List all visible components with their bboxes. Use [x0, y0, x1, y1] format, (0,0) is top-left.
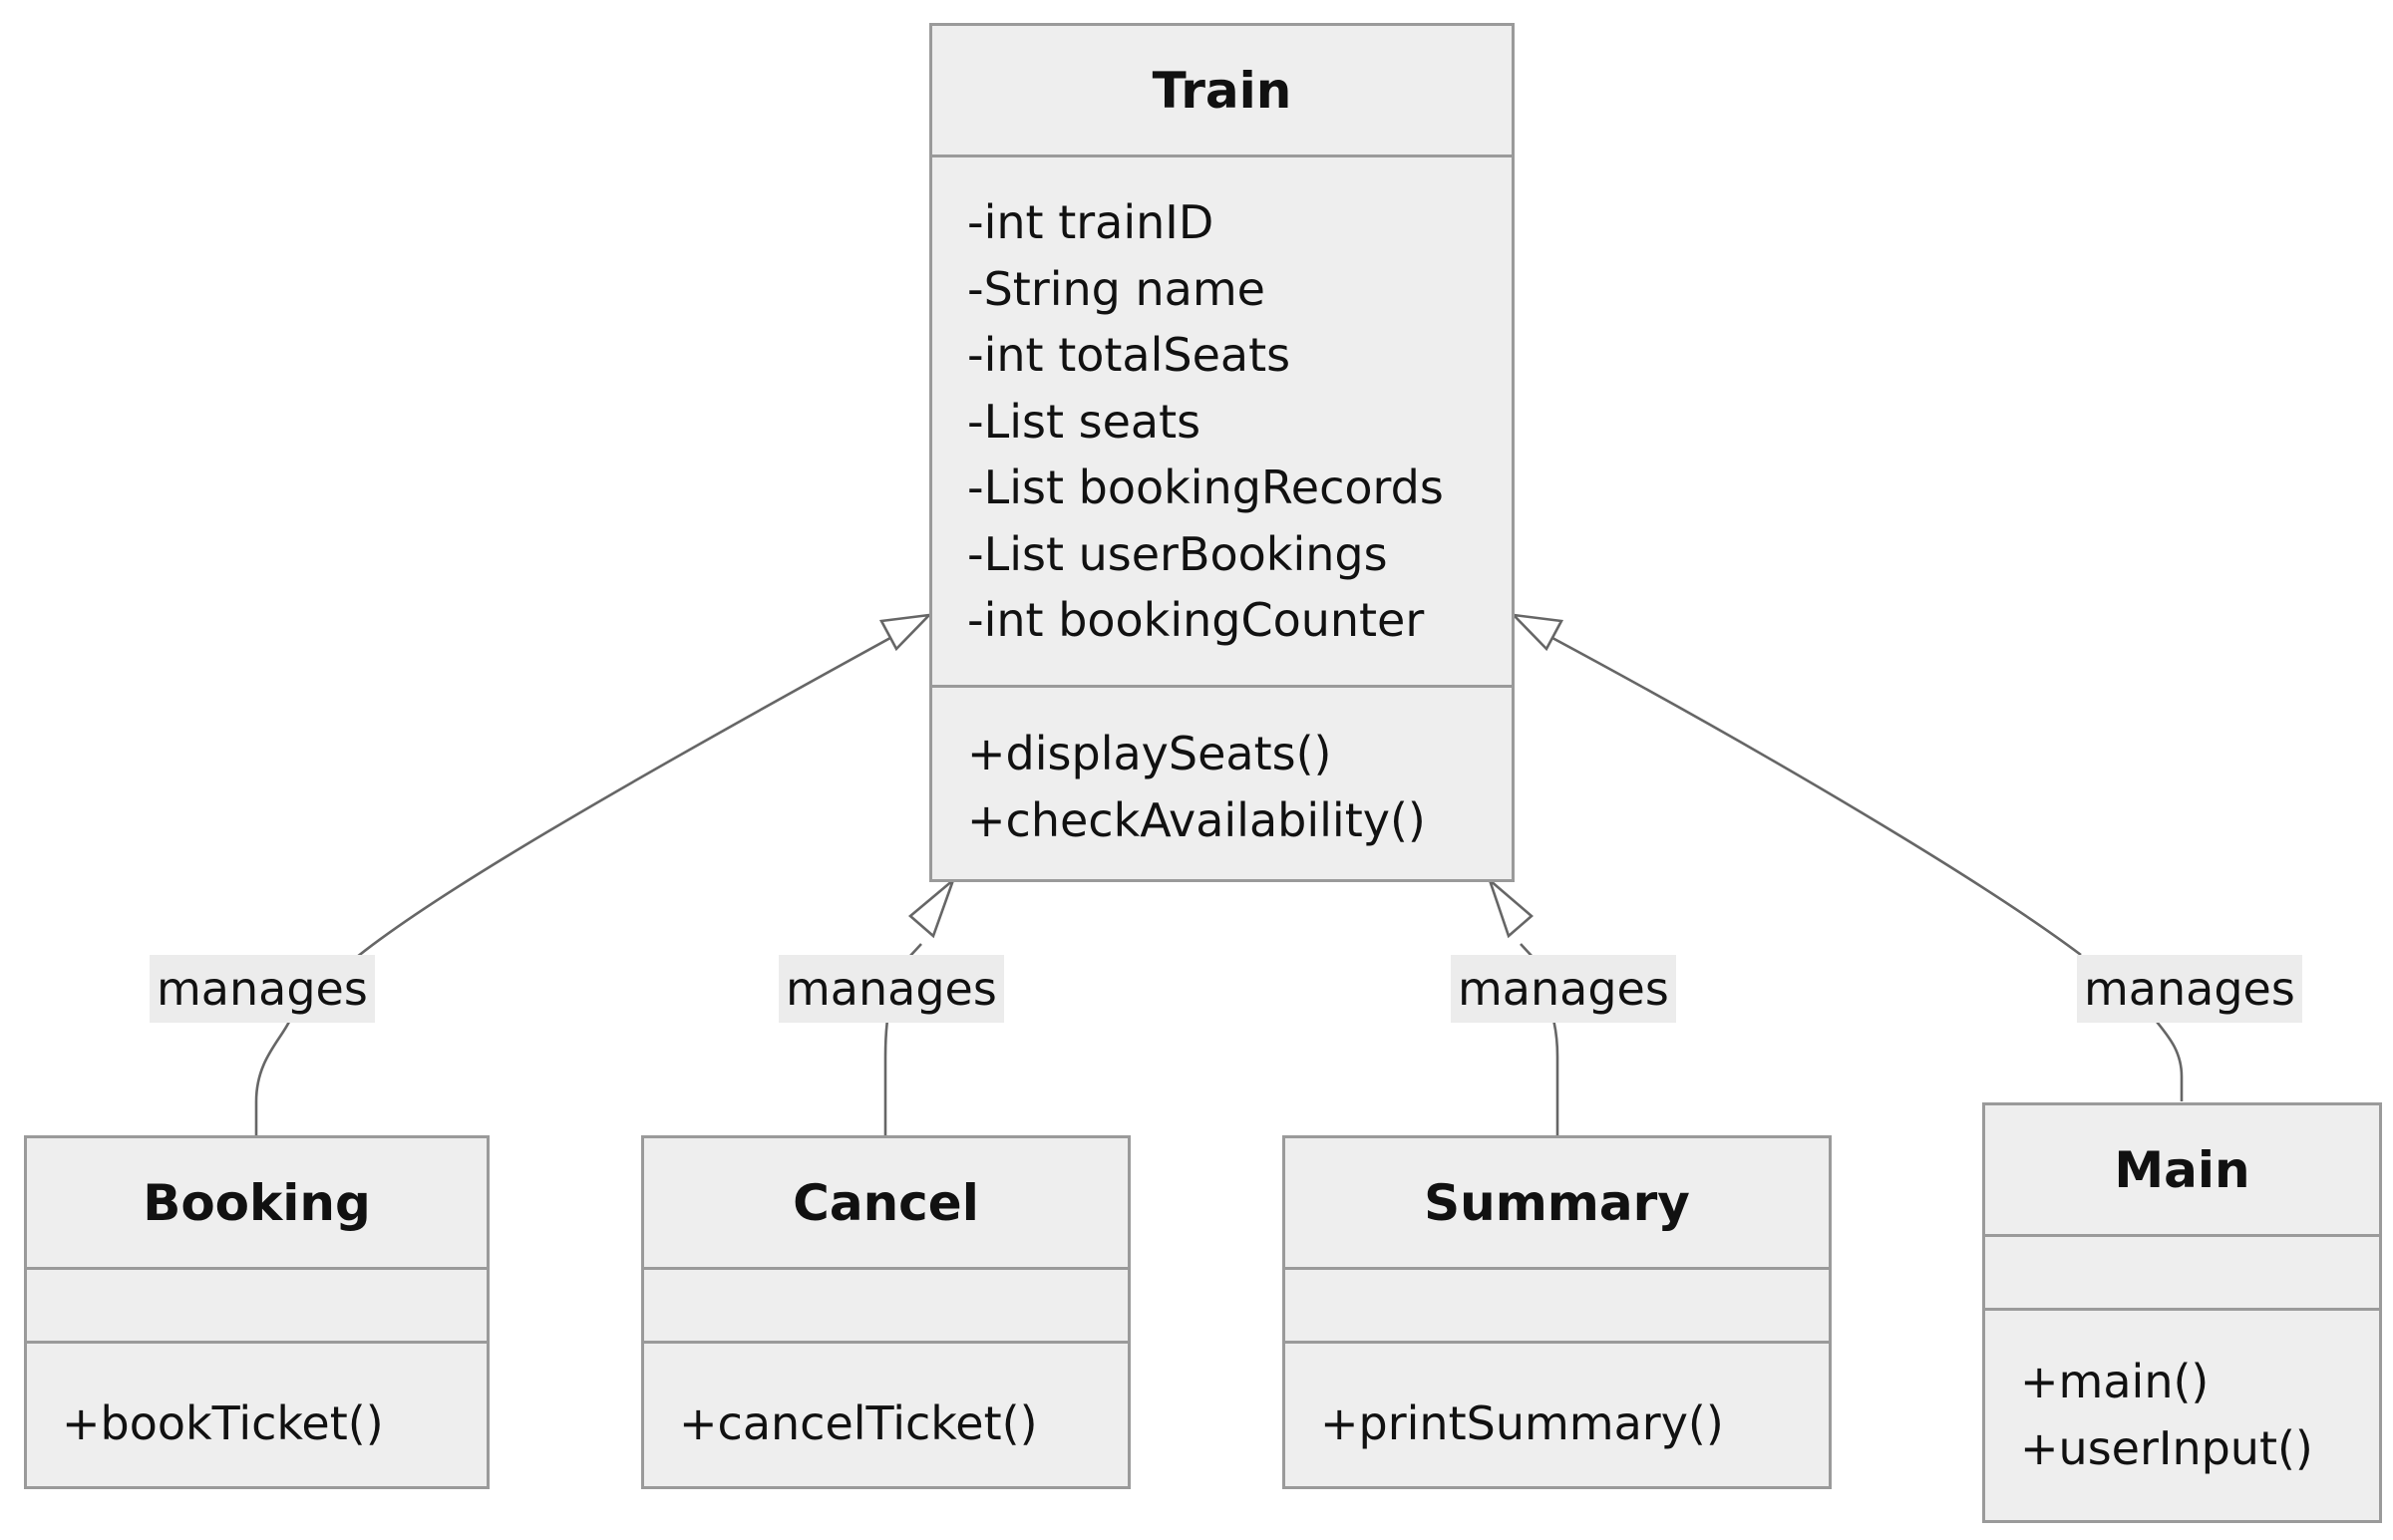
method-item: +checkAvailability()	[967, 792, 1426, 847]
class-booking-attributes	[27, 1270, 487, 1344]
method-item: +displaySeats()	[967, 727, 1332, 780]
attribute-item: -int totalSeats	[967, 328, 1291, 382]
class-booking-name: Booking	[143, 1173, 371, 1232]
relation-label-main: manages	[2077, 955, 2302, 1023]
class-train-name: Train	[1152, 61, 1292, 120]
inheritance-arrowhead-summary	[1487, 875, 1534, 939]
class-main[interactable]: Main +main() +userInput()	[1982, 1102, 2382, 1523]
attribute-item: -List bookingRecords	[967, 461, 1444, 514]
class-booking[interactable]: Booking +bookTicket()	[24, 1135, 490, 1489]
method-item: +userInput()	[2020, 1420, 2313, 1475]
class-cancel-attributes	[644, 1270, 1128, 1344]
class-summary-methods: +printSummary()	[1285, 1344, 1829, 1486]
attribute-item: -int bookingCounter	[967, 593, 1425, 647]
class-main-methods: +main() +userInput()	[1985, 1311, 2379, 1520]
method-item: +cancelTicket()	[679, 1396, 1038, 1450]
class-train-methods: +displaySeats() +checkAvailability()	[932, 688, 1512, 879]
class-cancel-name: Cancel	[793, 1173, 979, 1232]
relation-label-cancel: manages	[779, 955, 1004, 1023]
class-main-name: Main	[2114, 1140, 2250, 1199]
class-main-attributes	[1985, 1237, 2379, 1311]
relation-label-booking: manages	[150, 955, 375, 1023]
relation-edge-booking-train	[254, 636, 891, 1136]
relation-label-summary: manages	[1451, 955, 1676, 1023]
attribute-item: -int trainID	[967, 195, 1214, 249]
class-train[interactable]: Train -int trainID -String name -int tot…	[929, 23, 1515, 882]
class-cancel[interactable]: Cancel +cancelTicket()	[641, 1135, 1131, 1489]
relation-edge-main-train	[1551, 636, 2184, 1101]
class-summary-header: Summary	[1285, 1138, 1829, 1270]
class-summary-attributes	[1285, 1270, 1829, 1344]
attribute-item: -List userBookings	[967, 526, 1388, 581]
method-item: +bookTicket()	[62, 1396, 384, 1450]
inheritance-arrowhead-main	[1510, 613, 1564, 652]
method-item: +printSummary()	[1320, 1396, 1724, 1450]
inheritance-arrowhead-booking	[878, 613, 933, 652]
class-train-header: Train	[932, 26, 1512, 157]
class-summary[interactable]: Summary +printSummary()	[1282, 1135, 1832, 1489]
method-item: +main()	[2020, 1355, 2210, 1408]
attribute-item: -String name	[967, 261, 1265, 316]
class-train-attributes: -int trainID -String name -int totalSeat…	[932, 157, 1512, 688]
attribute-item: -List seats	[967, 394, 1201, 449]
class-summary-name: Summary	[1424, 1173, 1690, 1232]
class-main-header: Main	[1985, 1105, 2379, 1237]
class-booking-header: Booking	[27, 1138, 487, 1270]
inheritance-arrowhead-cancel	[907, 875, 956, 939]
class-booking-methods: +bookTicket()	[27, 1344, 487, 1486]
class-cancel-methods: +cancelTicket()	[644, 1344, 1128, 1486]
class-cancel-header: Cancel	[644, 1138, 1128, 1270]
